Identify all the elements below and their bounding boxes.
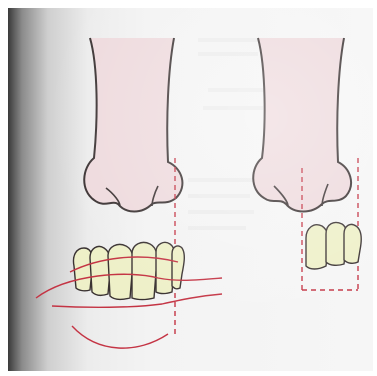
left-teeth xyxy=(73,242,184,299)
right-panel xyxy=(253,38,361,290)
background-text-blocks xyxy=(188,38,268,230)
dental-illustration xyxy=(8,8,373,371)
chin-curve xyxy=(72,326,168,348)
left-panel xyxy=(36,38,222,348)
tooth-3 xyxy=(108,244,133,299)
tooth-6 xyxy=(172,246,184,289)
right-tooth-3 xyxy=(344,224,361,263)
tooth-4 xyxy=(132,242,157,299)
book-page xyxy=(8,8,373,371)
right-teeth xyxy=(306,222,361,269)
